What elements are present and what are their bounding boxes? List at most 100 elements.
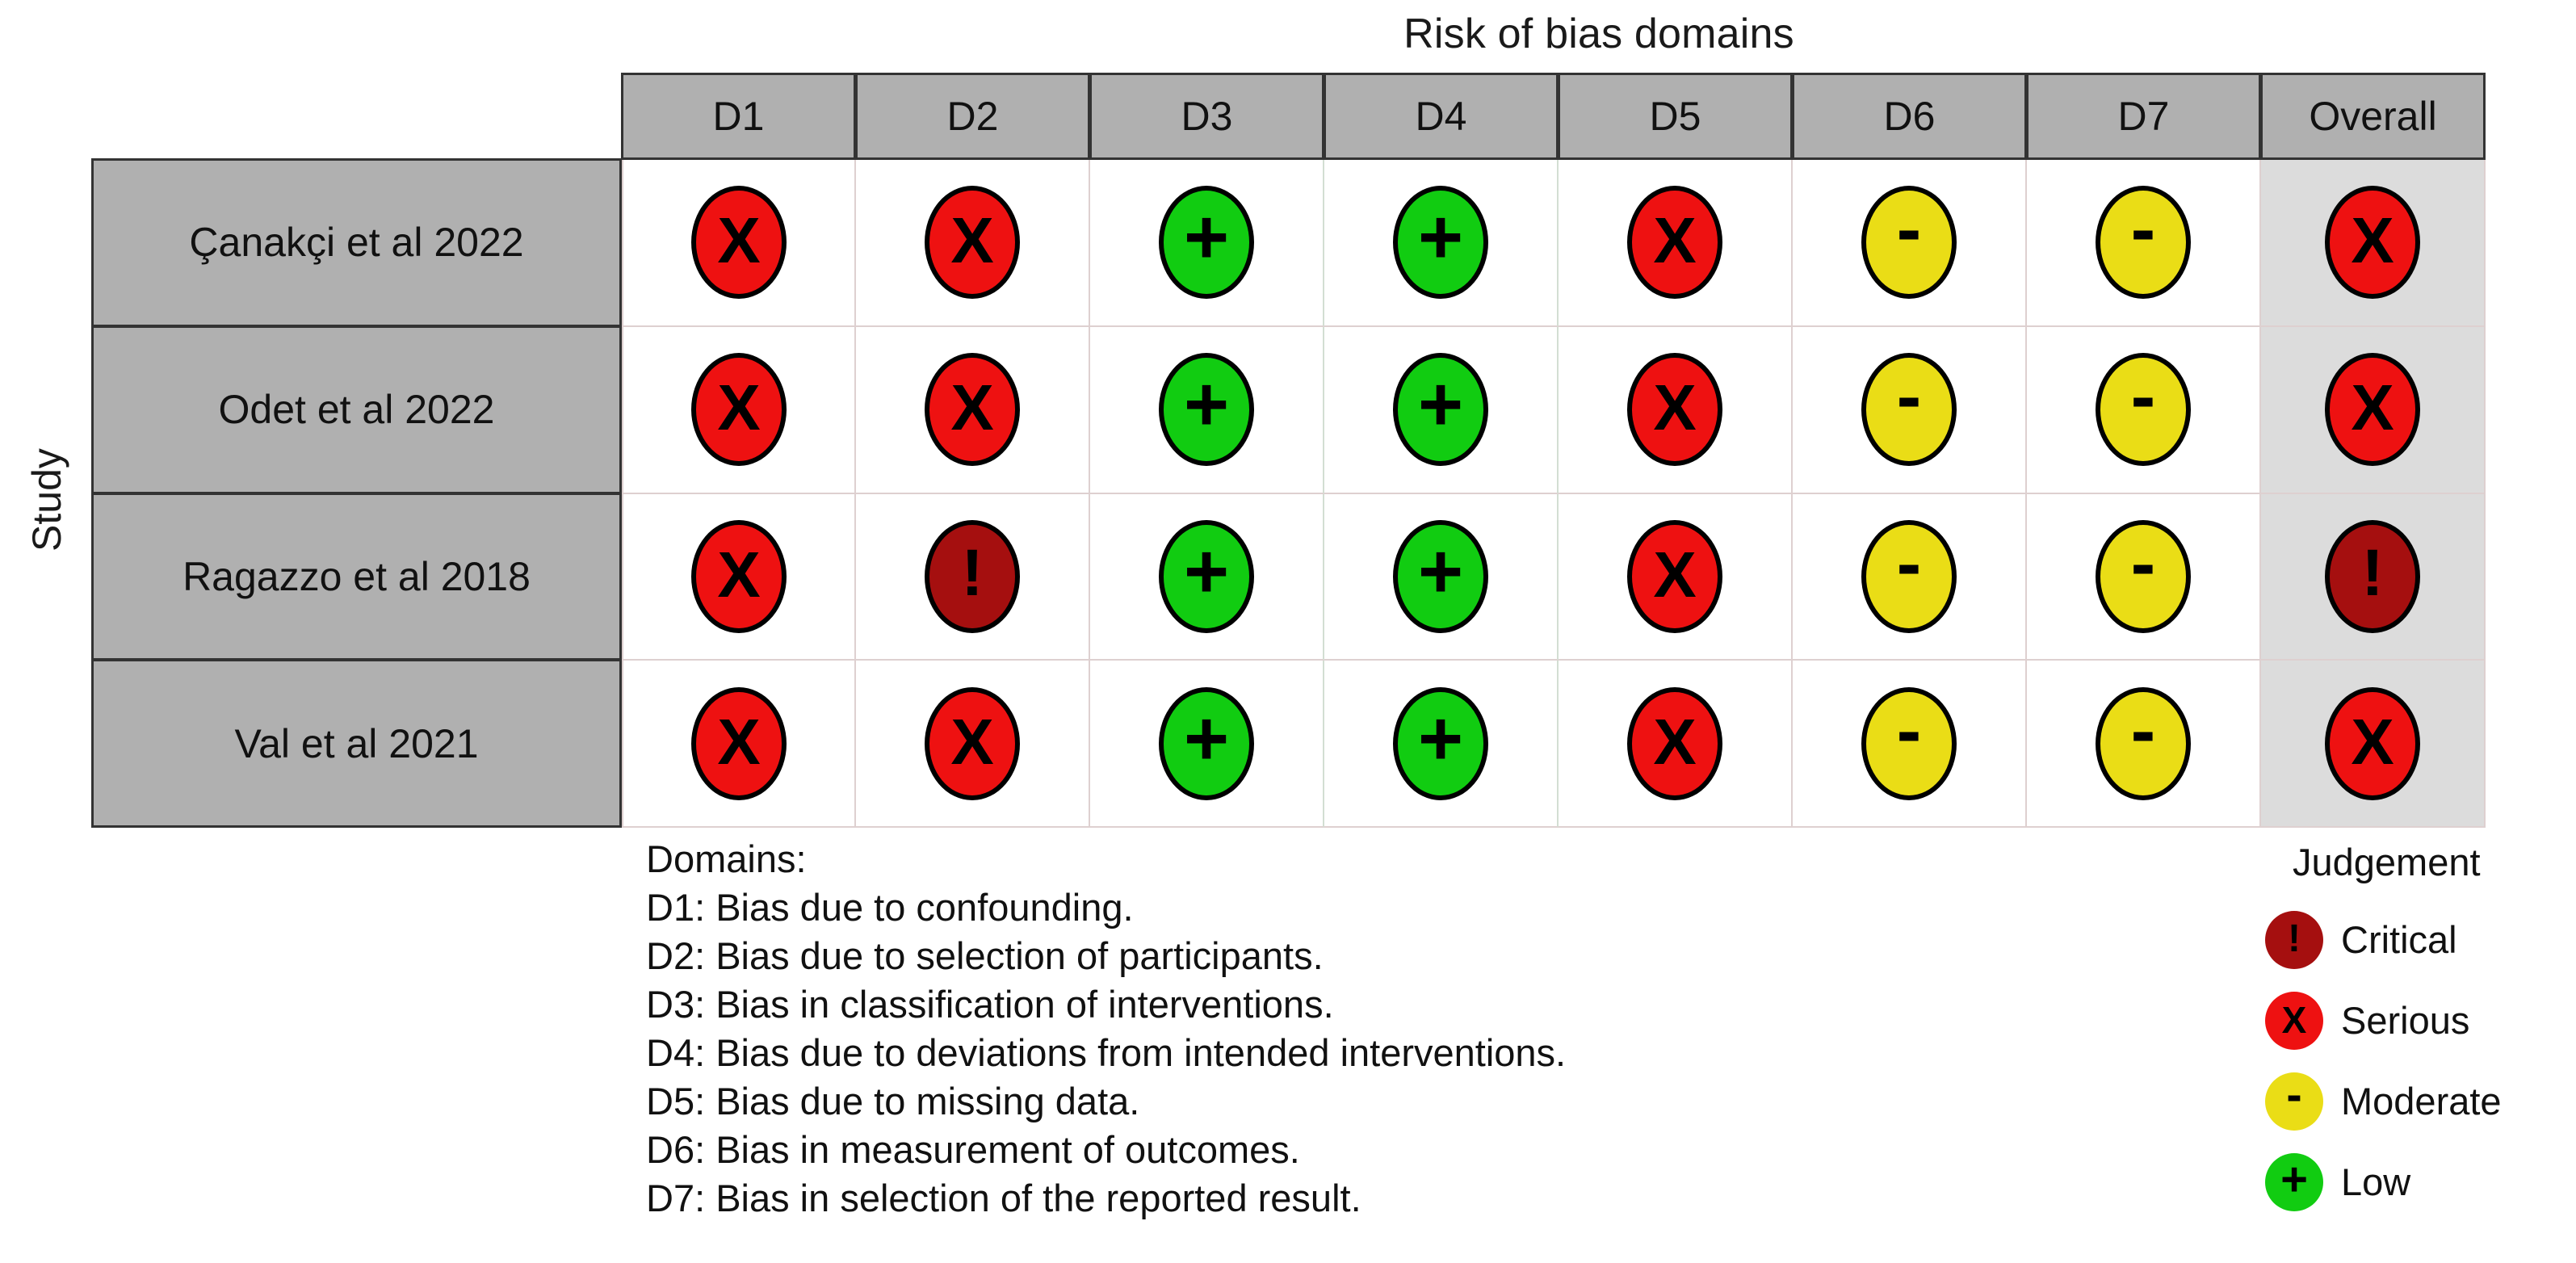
legend-critical-icon: !	[2265, 911, 2323, 969]
column-header-d1[interactable]: D1	[621, 73, 856, 160]
overall-judgement-cell[interactable]: X	[2261, 160, 2486, 327]
judgement-glyph: !	[961, 535, 984, 610]
page-title: Risk of bias domains	[1403, 10, 1794, 57]
judgement-cell[interactable]: X	[622, 493, 856, 661]
judgement-legend-title: Judgement	[2293, 841, 2481, 883]
judgement-serious-icon: X	[925, 353, 1020, 467]
study-label-cell[interactable]: Odet et al 2022	[91, 325, 622, 494]
judgement-glyph: -	[2130, 689, 2156, 772]
legend-item-critical[interactable]: !Critical	[2265, 900, 2576, 980]
judgement-cell[interactable]: +	[1324, 160, 1559, 327]
overall-judgement-cell[interactable]: !	[2261, 493, 2486, 661]
domains-legend-line: D5: Bias due to missing data.	[646, 1080, 1140, 1122]
domains-legend-line: D7: Bias in selection of the reported re…	[646, 1177, 1361, 1219]
judgement-serious-icon: X	[2325, 686, 2420, 800]
judgement-glyph: +	[1183, 361, 1230, 448]
judgement-serious-icon: X	[1627, 186, 1722, 300]
judgement-glyph: X	[717, 538, 761, 611]
judgement-serious-icon: X	[691, 686, 787, 800]
study-label-cell[interactable]: Çanakçi et al 2022	[91, 158, 622, 327]
judgement-cell[interactable]: -	[2027, 661, 2261, 828]
legend-glyph: !	[2288, 917, 2301, 960]
judgement-glyph: X	[1653, 204, 1697, 277]
judgement-glyph: X	[950, 705, 994, 778]
column-header-d5[interactable]: D5	[1558, 73, 1793, 160]
legend-glyph: -	[2286, 1068, 2302, 1121]
legend-low-icon: +	[2265, 1153, 2323, 1211]
judgement-cell[interactable]: X	[1559, 661, 1793, 828]
judgement-glyph: X	[1653, 371, 1697, 444]
domains-legend-line: D2: Bias due to selection of participant…	[646, 934, 1324, 977]
judgement-serious-icon: X	[691, 186, 787, 300]
judgement-cell[interactable]: -	[2027, 160, 2261, 327]
judgement-low-icon: +	[1159, 186, 1254, 300]
judgement-glyph: -	[1896, 188, 1922, 271]
judgement-cell[interactable]: X	[856, 661, 1090, 828]
judgement-cell[interactable]: +	[1090, 661, 1324, 828]
judgement-low-icon: +	[1159, 353, 1254, 467]
judgement-cell[interactable]: X	[1559, 493, 1793, 661]
judgement-cell[interactable]: -	[2027, 326, 2261, 494]
judgement-glyph: X	[2351, 705, 2394, 778]
column-header-d7[interactable]: D7	[2026, 73, 2261, 160]
judgement-cell[interactable]: X	[622, 160, 856, 327]
judgement-cell[interactable]: X	[622, 326, 856, 494]
judgement-cell[interactable]: X	[1559, 326, 1793, 494]
judgement-glyph: X	[1653, 705, 1697, 778]
domains-legend-line: D3: Bias in classification of interventi…	[646, 983, 1334, 1026]
study-label-cell[interactable]: Val et al 2021	[91, 659, 622, 828]
judgement-cell[interactable]: -	[2027, 493, 2261, 661]
judgement-cell[interactable]: X	[856, 160, 1090, 327]
column-header-overall[interactable]: Overall	[2260, 73, 2486, 160]
legend-glyph: +	[2280, 1152, 2308, 1206]
judgement-glyph: X	[717, 371, 761, 444]
judgement-cell[interactable]: X	[1559, 160, 1793, 327]
table-corner-cell	[90, 73, 622, 160]
judgement-low-icon: +	[1159, 519, 1254, 633]
judgement-cell[interactable]: X	[856, 326, 1090, 494]
judgement-glyph: +	[1417, 527, 1464, 615]
judgement-critical-icon: !	[925, 519, 1020, 633]
judgement-cell[interactable]: +	[1324, 493, 1559, 661]
legend-item-low[interactable]: + Low	[2265, 1142, 2576, 1223]
judgement-glyph: X	[2351, 204, 2394, 277]
judgement-glyph: -	[2130, 355, 2156, 438]
column-header-d3[interactable]: D3	[1089, 73, 1324, 160]
judgement-serious-icon: X	[1627, 519, 1722, 633]
overall-judgement-cell[interactable]: X	[2261, 326, 2486, 494]
judgement-glyph: +	[1183, 194, 1230, 281]
judgement-glyph: +	[1183, 694, 1230, 782]
judgement-glyph: -	[2130, 522, 2156, 605]
judgement-cell[interactable]: -	[1793, 493, 2027, 661]
judgement-glyph: -	[2130, 188, 2156, 271]
judgement-low-icon: +	[1393, 519, 1488, 633]
judgement-cell[interactable]: +	[1090, 493, 1324, 661]
judgement-moderate-icon: -	[1861, 186, 1957, 300]
judgement-cell[interactable]: +	[1324, 661, 1559, 828]
legend-serious-icon: X	[2265, 992, 2323, 1050]
judgement-cell[interactable]: !	[856, 493, 1090, 661]
judgement-serious-icon: X	[691, 519, 787, 633]
judgement-cell[interactable]: X	[622, 661, 856, 828]
domains-legend-line: D1: Bias due to confounding.	[646, 886, 1134, 929]
judgement-serious-icon: X	[1627, 353, 1722, 467]
judgement-serious-icon: X	[925, 186, 1020, 300]
judgement-cell[interactable]: -	[1793, 160, 2027, 327]
judgement-low-icon: +	[1159, 686, 1254, 800]
judgement-cell[interactable]: +	[1324, 326, 1559, 494]
column-header-d2[interactable]: D2	[855, 73, 1090, 160]
judgement-cell[interactable]: +	[1090, 326, 1324, 494]
legend-label: Low	[2341, 1160, 2411, 1203]
legend-item-moderate[interactable]: -Moderate	[2265, 1061, 2576, 1142]
judgement-low-icon: +	[1393, 353, 1488, 467]
overall-judgement-cell[interactable]: X	[2261, 661, 2486, 828]
column-header-d6[interactable]: D6	[1792, 73, 2027, 160]
judgement-cell[interactable]: +	[1090, 160, 1324, 327]
judgement-cell[interactable]: -	[1793, 326, 2027, 494]
study-label-cell[interactable]: Ragazzo et al 2018	[91, 492, 622, 661]
judgement-cell[interactable]: -	[1793, 661, 2027, 828]
column-header-d4[interactable]: D4	[1324, 73, 1559, 160]
